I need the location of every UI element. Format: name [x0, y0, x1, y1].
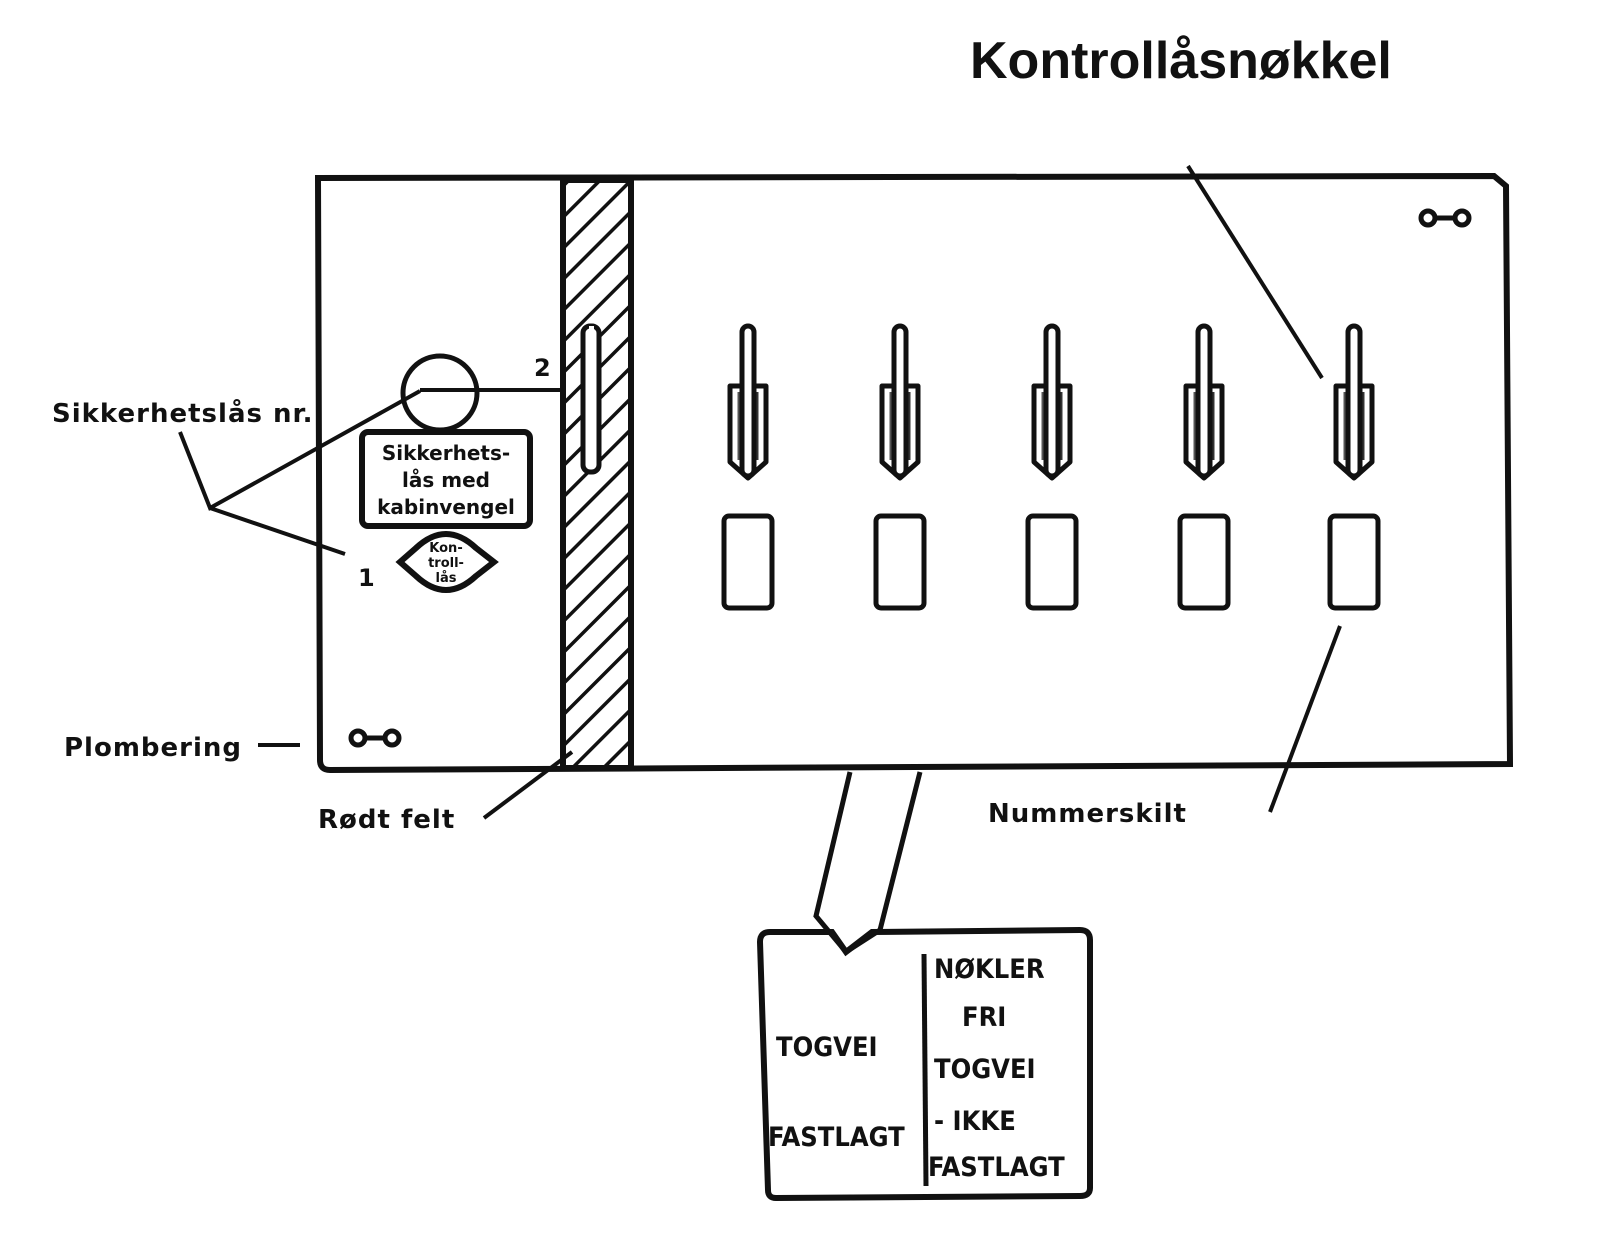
label-safety-lock-no: Sikkerhetslås nr.: [52, 397, 314, 429]
number-plate: [721, 513, 775, 611]
red-field-strip: [560, 177, 634, 771]
callout-1: 1: [358, 564, 375, 592]
number-plate: [1025, 513, 1079, 611]
number-plates: [721, 513, 1381, 611]
seal-icon-top-right: [1418, 208, 1472, 228]
label-red-field: Rødt felt: [318, 805, 455, 835]
label-number-plate: Nummerskilt: [988, 799, 1187, 829]
number-plate: [873, 513, 927, 611]
tag-right-line-1: NØKLER: [934, 954, 1045, 985]
control-lock-line-2: troll-: [428, 556, 464, 571]
tag-right-line-3: TOGVEI: [934, 1054, 1036, 1085]
safety-lock-plate-line-1: Sikkerhets-: [382, 441, 510, 465]
callout-lines: [178, 164, 1342, 820]
tag-right-line-4: - IKKE: [934, 1106, 1016, 1137]
control-key[interactable]: [1183, 323, 1225, 481]
indicator-tag: TOGVEI FASTLAGT NØKLER FRI TOGVEI - IKKE…: [756, 926, 1093, 1202]
safety-lock-plate-line-3: kabinvengel: [377, 495, 515, 519]
label-sealing: Plombering: [64, 733, 242, 763]
safety-lock-key: [580, 323, 602, 475]
control-keys: [727, 323, 1375, 481]
panel-outline: [314, 172, 1514, 774]
control-lock-line-1: Kon-: [429, 541, 462, 556]
tag-left-line-1: TOGVEI: [776, 1032, 878, 1063]
safety-lock-plate-line-2: lås med: [402, 468, 490, 492]
control-key[interactable]: [1031, 323, 1073, 481]
tag-right-line-5: FASTLAGT: [928, 1152, 1065, 1183]
number-plate: [1327, 513, 1381, 611]
tag-left-line-2: FASTLAGT: [768, 1122, 905, 1153]
indicator-stem: [813, 771, 923, 956]
number-plate: [1177, 513, 1231, 611]
control-lock-line-3: lås: [436, 571, 457, 586]
tag-right-line-2: FRI: [962, 1002, 1006, 1033]
safety-lock-plate: Sikkerhets- lås med kabinvengel: [359, 429, 533, 529]
diagram-title: Kontrollåsnøkkel: [970, 32, 1392, 90]
control-key[interactable]: [1333, 323, 1375, 481]
control-key[interactable]: [727, 323, 769, 481]
control-key[interactable]: [879, 323, 921, 481]
callout-2: 2: [534, 354, 551, 382]
control-lock-symbol: Kon- troll- lås: [395, 531, 499, 593]
seal-icon-bottom-left: [348, 728, 402, 748]
